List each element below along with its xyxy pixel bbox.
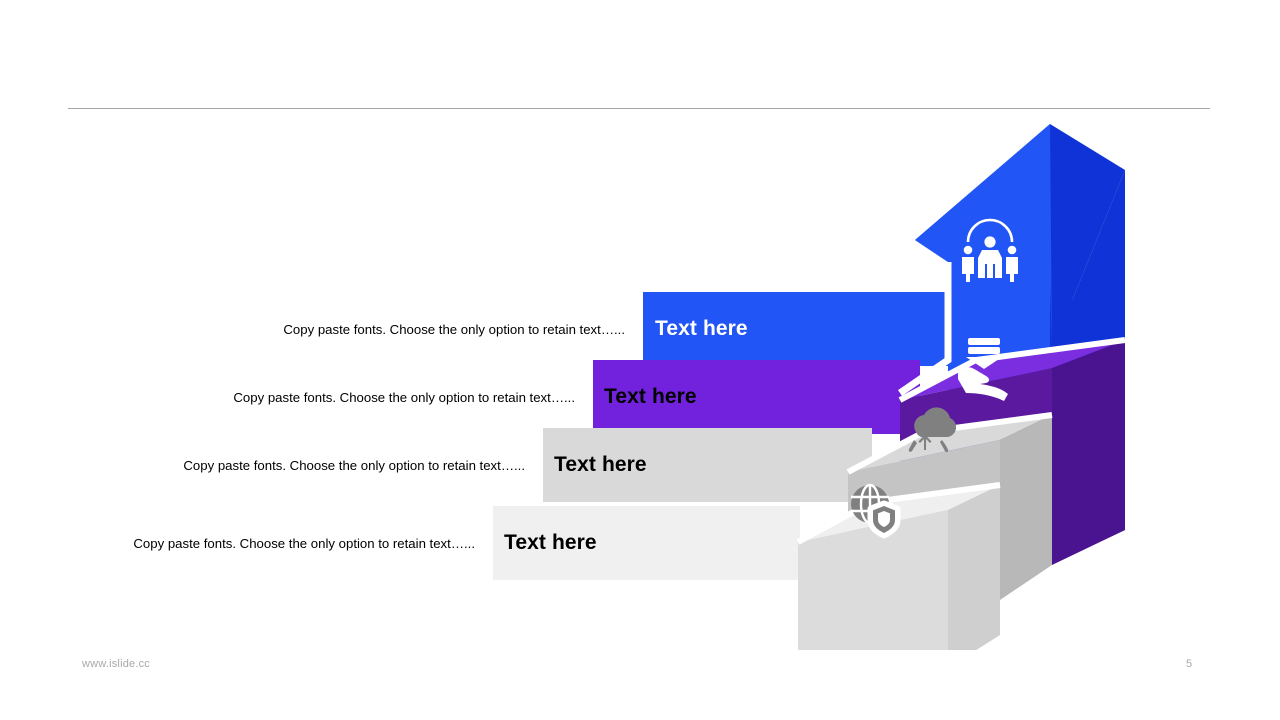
row-bar-3[interactable]: Text here: [543, 428, 872, 502]
arrow-head-front-triangle: [915, 124, 1050, 285]
step2-top-face: [848, 415, 1052, 472]
step-row-4[interactable]: Copy paste fonts. Choose the only option…: [0, 506, 800, 580]
row-bar-1[interactable]: Text here: [643, 292, 960, 366]
row-description-1: Copy paste fonts. Choose the only option…: [283, 321, 625, 337]
row-bar-4[interactable]: Text here: [493, 506, 800, 580]
step2-side-face: [1000, 415, 1052, 600]
step1-side-face: [1052, 340, 1125, 565]
hand-holding-cards-icon: [958, 338, 1008, 401]
step3-front-face: [798, 510, 948, 650]
row-label-1: Text here: [655, 317, 748, 340]
row-description-3: Copy paste fonts. Choose the only option…: [183, 457, 525, 473]
row-label-3: Text here: [554, 453, 647, 476]
row-bar-2[interactable]: Text here: [593, 360, 920, 434]
page-number: 5: [1186, 658, 1193, 670]
row-description-2: Copy paste fonts. Choose the only option…: [233, 389, 575, 405]
row-label-2: Text here: [604, 385, 697, 408]
arrow-step-separator-line: [898, 262, 952, 396]
cloud-exchange-icon: [908, 407, 957, 453]
step-row-1[interactable]: Copy paste fonts. Choose the only option…: [0, 292, 960, 366]
team-people-icon: [962, 218, 1018, 282]
step-row-3[interactable]: Copy paste fonts. Choose the only option…: [0, 428, 872, 502]
step3-side-face: [948, 485, 1000, 650]
arrow-head-side-lower: [1052, 170, 1125, 350]
row-label-4: Text here: [504, 531, 597, 554]
step-row-2[interactable]: Copy paste fonts. Choose the only option…: [0, 360, 920, 434]
arrow-head-side-face: [1050, 124, 1125, 350]
row-description-4: Copy paste fonts. Choose the only option…: [133, 535, 475, 551]
isometric-steps-graphic: [780, 110, 1180, 650]
step1-top-face: [900, 340, 1125, 400]
globe-shield-icon: [851, 483, 901, 539]
header-divider-rule: [68, 108, 1210, 109]
footer-url[interactable]: www.islide.cc: [82, 658, 151, 670]
